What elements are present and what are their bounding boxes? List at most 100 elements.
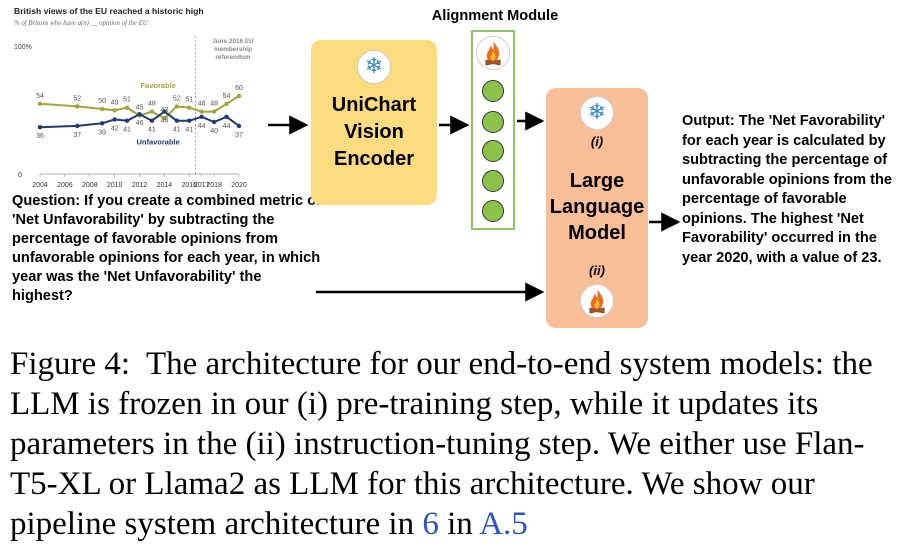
caption-text: The architecture for our end-to-end syst… [10, 346, 873, 542]
fire-icon [589, 289, 605, 314]
chart-subtitle: % of Britons who have a(n) __ opinion of… [14, 20, 148, 27]
llm-step-ii-marker: (ii) [589, 263, 605, 278]
data-point [124, 118, 130, 123]
question-text: Question: If you create a combined metri… [12, 193, 321, 304]
x-tick-label: 2016 [181, 182, 197, 189]
data-label: 41 [185, 127, 193, 134]
data-label: 44 [198, 123, 206, 130]
alignment-token-1 [482, 80, 504, 102]
data-point [224, 114, 229, 120]
data-label: 48 [198, 101, 206, 108]
output-text: Output: The 'Net Favorability' for each … [682, 113, 892, 266]
data-point [187, 118, 192, 123]
alignment-token-2 [482, 111, 504, 133]
appendix-a5-link[interactable]: A.5 [479, 506, 528, 542]
data-label: 50 [98, 98, 106, 105]
x-tick-label: 2006 [57, 182, 73, 189]
llm-block: ❄ (i) Large Language Model (ii) [546, 88, 648, 328]
data-label: 45 [136, 105, 144, 112]
vision-encoder-block: ❄ UniChart Vision Encoder [311, 40, 437, 205]
chart-title: British views of the EU reached a histor… [14, 6, 204, 16]
y-zero-label: 0 [18, 172, 22, 179]
data-point [199, 114, 204, 120]
line-chart: British views of the EU reached a histor… [0, 0, 260, 192]
data-point [112, 108, 117, 113]
data-label: 49 [111, 99, 119, 106]
data-label: 48 [160, 118, 168, 125]
referendum-annotation: June 2016 EU membership referendum [212, 38, 254, 61]
data-point [211, 119, 217, 125]
data-point [137, 112, 142, 117]
llm-frozen-badge: ❄ [580, 96, 614, 130]
data-label: 40 [210, 128, 218, 135]
alignment-token-5 [482, 200, 504, 222]
x-tick-label: 2020 [231, 182, 247, 189]
data-label: 37 [73, 132, 81, 139]
x-tick-label: 2010 [107, 182, 123, 189]
alignment-module-block [471, 30, 515, 230]
data-label: 52 [173, 95, 181, 102]
data-label: 36 [36, 133, 44, 140]
data-label: 44 [223, 123, 231, 130]
data-label: 54 [223, 93, 231, 100]
llm-step-i-marker: (i) [590, 134, 604, 149]
data-point [149, 118, 155, 123]
data-point [112, 117, 117, 122]
data-point [99, 121, 105, 126]
llm-label-line2: Language [549, 196, 645, 218]
x-tick-label: 2012 [132, 182, 148, 189]
data-label: 52 [73, 95, 81, 102]
series-label-favorable: Favorable [140, 81, 175, 90]
llm-label-line1: Large [569, 170, 625, 192]
alignment-token-3 [482, 140, 504, 162]
figure-caption: Figure 4: The architecture for our end-t… [10, 344, 900, 544]
data-point [199, 109, 204, 114]
caption-label: Figure 4: [10, 346, 131, 382]
alignment-module-title: Alignment Module [431, 8, 559, 24]
data-point [37, 125, 43, 130]
x-tick-label: 2004 [32, 182, 48, 189]
data-point [75, 123, 80, 129]
encoder-frozen-badge: ❄ [357, 50, 391, 84]
data-point [162, 115, 167, 121]
data-point [211, 109, 217, 114]
data-label: 41 [148, 127, 156, 134]
data-label: 48 [210, 101, 218, 108]
data-label: 60 [235, 85, 243, 92]
x-tick-label: 2014 [157, 182, 173, 189]
encoder-label-line3: Encoder [333, 148, 415, 170]
encoder-label-line2: Vision [344, 121, 404, 143]
data-label: 54 [36, 93, 44, 100]
data-point [174, 104, 180, 109]
caption-mid: in [447, 506, 473, 542]
data-point [99, 106, 105, 112]
data-point [75, 104, 80, 109]
y-top-label: 100% [14, 44, 32, 51]
data-point [124, 105, 130, 110]
data-label: 51 [123, 97, 131, 104]
llm-trainable-badge [580, 284, 614, 318]
data-label: 48 [148, 101, 156, 108]
encoder-label: UniChart Vision Encoder [311, 92, 437, 173]
fire-icon [485, 41, 501, 66]
data-point [37, 101, 43, 107]
data-point [149, 109, 155, 114]
data-point [162, 109, 167, 114]
alignment-token-4 [482, 170, 504, 192]
data-point [236, 93, 242, 99]
data-point [174, 118, 180, 123]
x-tick-label: 2017 [194, 182, 210, 189]
series-label-unfavorable: Unfavorable [136, 138, 179, 147]
figure-6-link[interactable]: 6 [422, 506, 439, 542]
alignment-trainable-badge [476, 36, 510, 70]
data-label: 42 [111, 125, 119, 132]
llm-label: Large Language Model [546, 168, 648, 246]
llm-label-line3: Model [568, 222, 626, 244]
data-label: 37 [235, 132, 243, 139]
x-tick-label: 2018 [206, 182, 222, 189]
x-tick-label: 2008 [82, 182, 98, 189]
data-label: 41 [173, 127, 181, 134]
data-label: 51 [185, 97, 193, 104]
data-label: 46 [136, 120, 144, 127]
